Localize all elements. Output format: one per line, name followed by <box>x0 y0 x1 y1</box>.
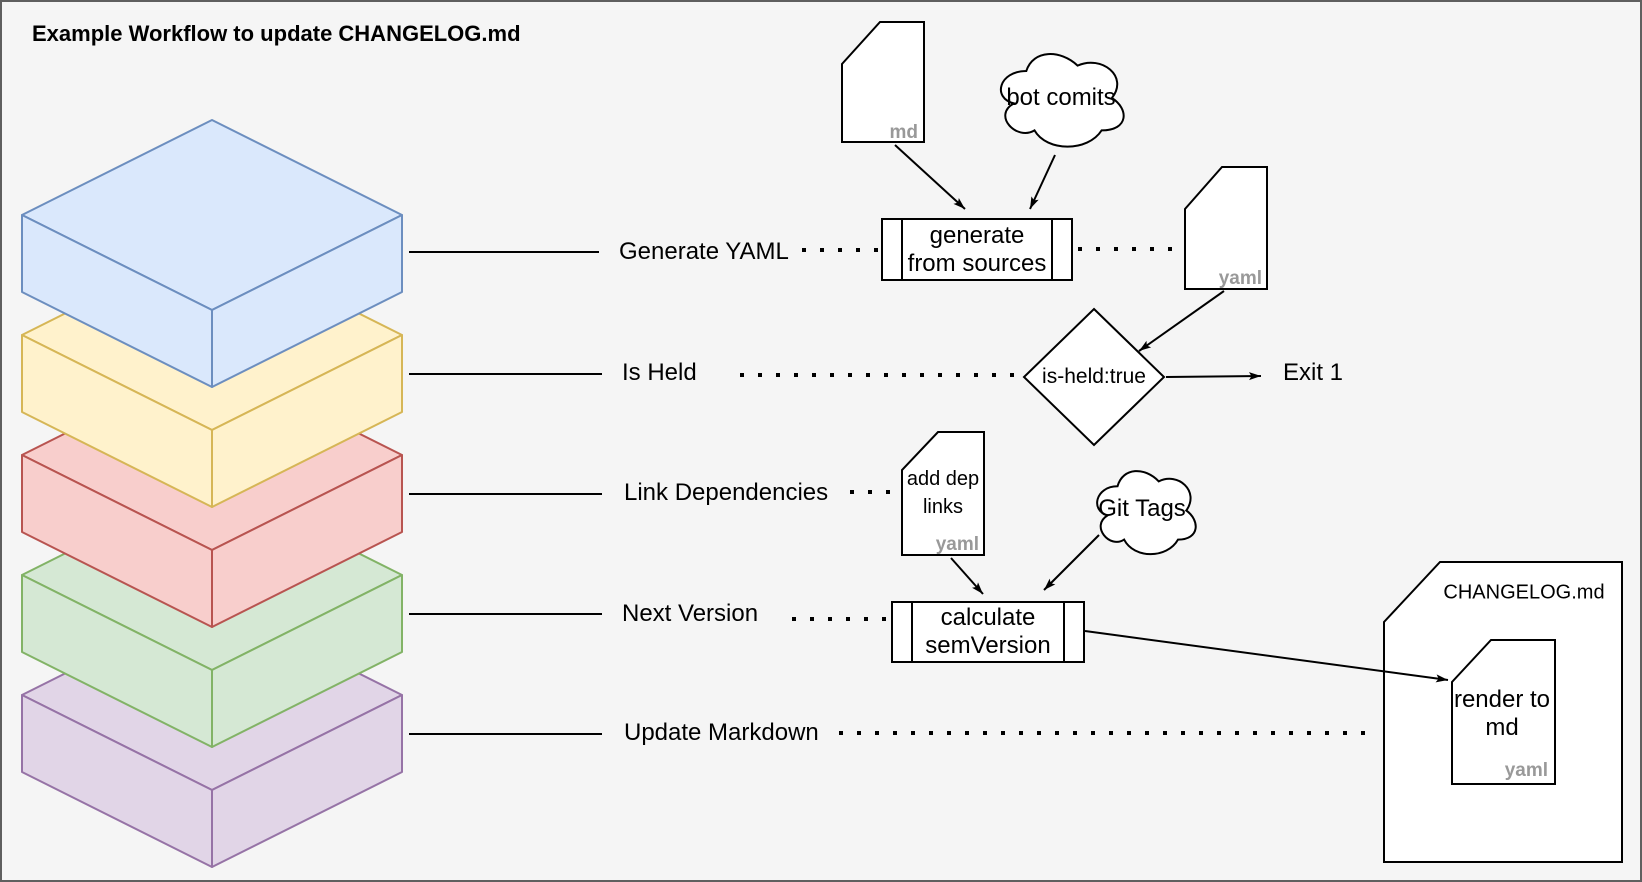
add-dep-doc-label: add dep links <box>906 468 980 518</box>
yaml-document-shape <box>1184 166 1268 290</box>
add-dep-doc-badge: yaml <box>935 534 979 556</box>
md-doc-badge: md <box>889 122 919 144</box>
git-tags-label: Git Tags <box>1098 495 1186 523</box>
calculate-process-label: calculate semVersion <box>925 604 1051 659</box>
calculate-process-shape <box>891 601 1085 663</box>
git-tags-cloud-shape <box>1096 470 1197 555</box>
arrow-add-dep-to-calculate <box>950 557 984 595</box>
md-document-shape <box>841 21 925 143</box>
generate-process-shape <box>881 218 1073 281</box>
arrow-bot-commits-to-generate <box>1029 154 1056 210</box>
exit-label: Exit 1 <box>1283 359 1344 387</box>
arrow-calculate-to-render <box>1084 630 1449 683</box>
bot-commits-label: bot comits <box>1006 84 1116 112</box>
render-doc-label: render to md <box>1453 686 1551 741</box>
layer-box-generate-yaml <box>21 119 403 388</box>
row-label-link-dependencies: Link Dependencies <box>624 479 829 507</box>
arrow-yaml-to-decision <box>1138 290 1225 352</box>
row-label-update-markdown: Update Markdown <box>624 719 819 747</box>
row-label-is-held: Is Held <box>622 359 697 387</box>
diagram-title: Example Workflow to update CHANGELOG.md <box>32 21 521 46</box>
arrow-git-tags-to-calculate <box>1043 534 1100 591</box>
bot-commits-cloud-shape <box>1000 53 1125 148</box>
arrow-md-to-generate <box>894 144 966 210</box>
add-dep-document-shape <box>901 431 985 556</box>
yaml-doc-badge: yaml <box>1218 268 1262 290</box>
row-label-generate-yaml: Generate YAML <box>619 238 789 266</box>
is-held-decision-shape <box>1022 307 1166 447</box>
generate-process-label: generate from sources <box>907 222 1047 277</box>
row-label-next-version: Next Version <box>622 600 759 628</box>
is-held-decision-label: is-held:true <box>1042 364 1146 388</box>
changelog-doc-label: CHANGELOG.md <box>1443 581 1605 604</box>
arrow-decision-to-exit <box>1165 372 1262 381</box>
render-doc-badge: yaml <box>1504 760 1548 782</box>
render-document-shape <box>1451 639 1556 785</box>
